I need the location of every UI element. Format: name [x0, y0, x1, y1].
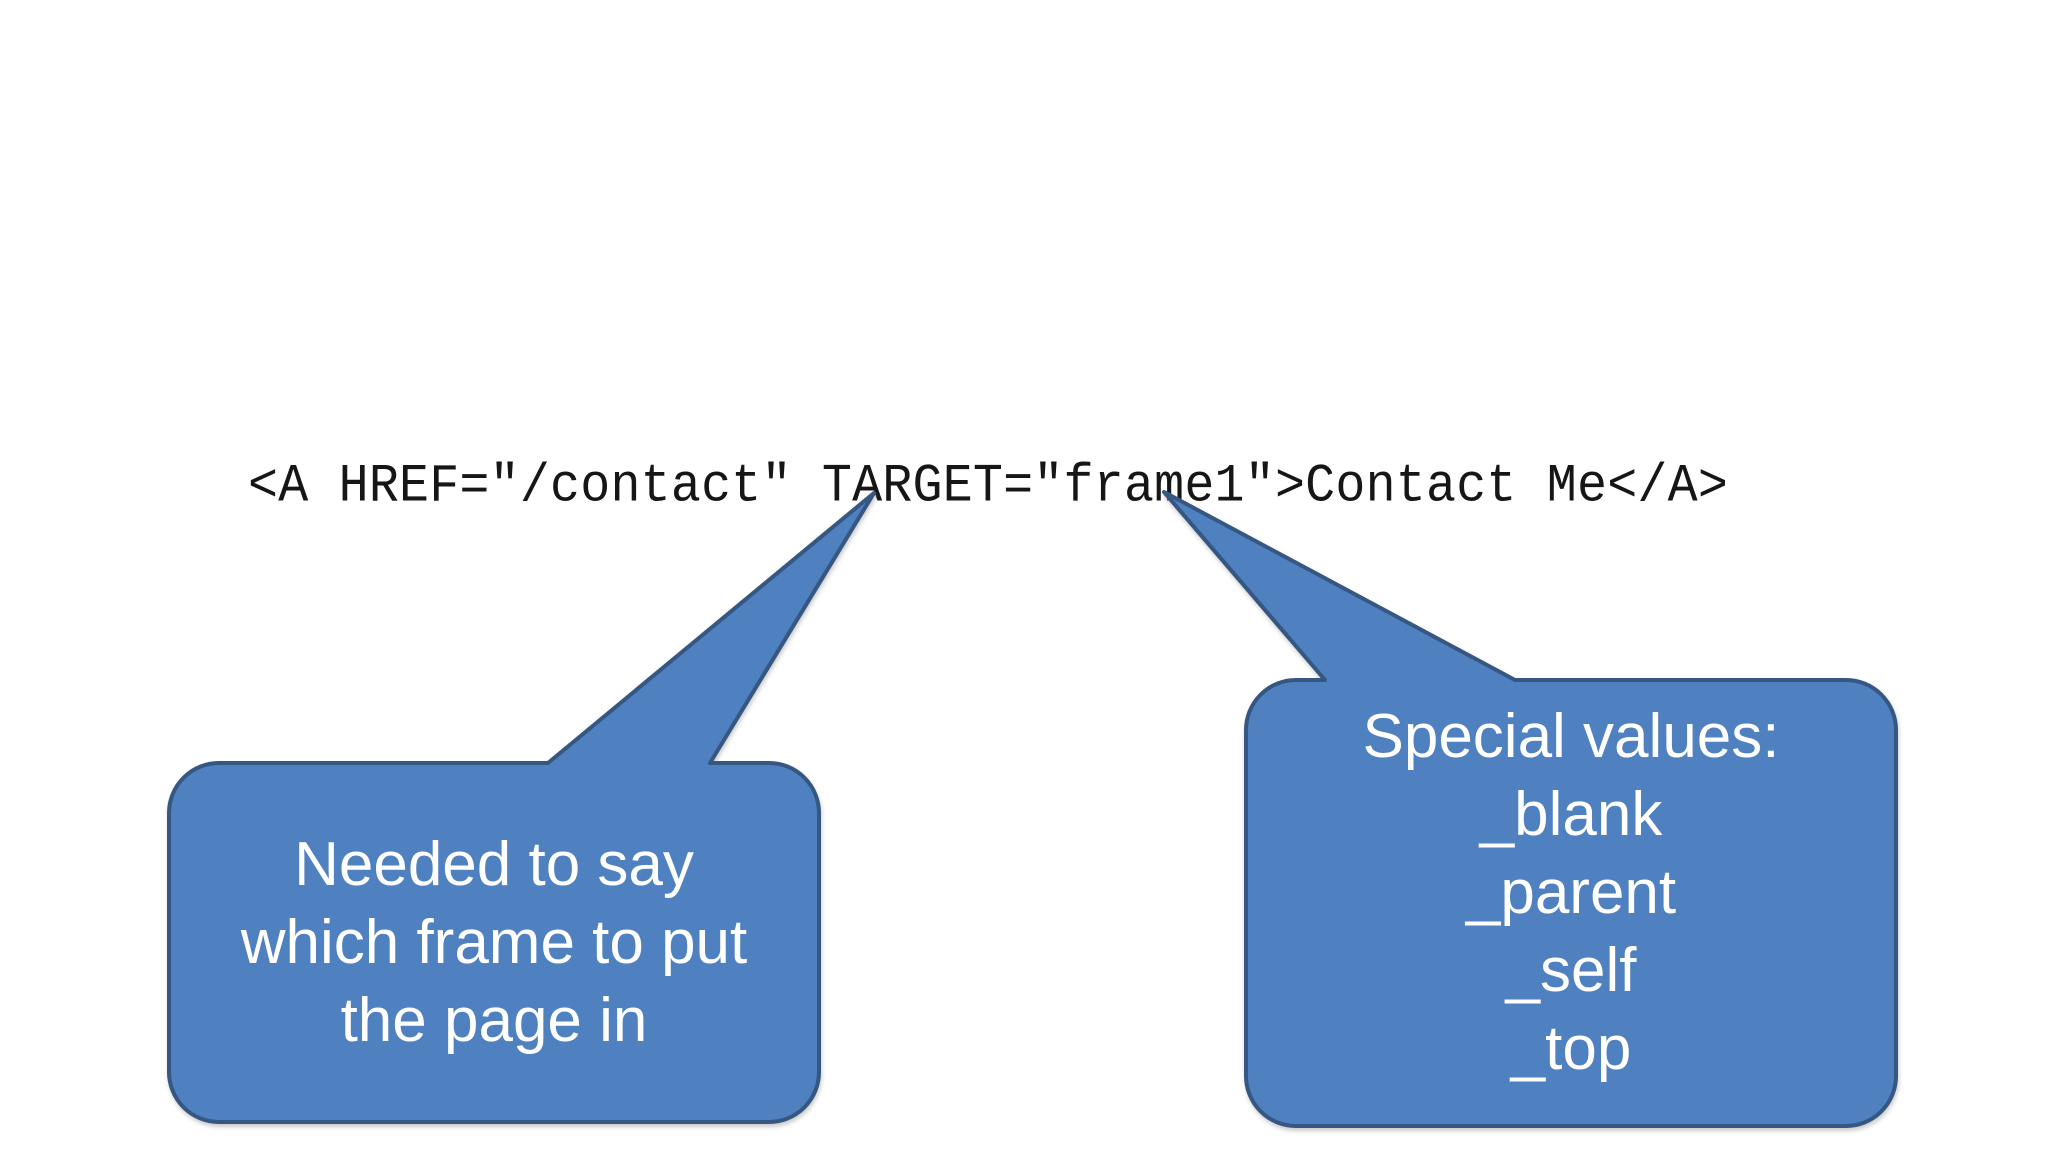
right-callout-text: Special values: _blank _parent _self _to… — [1246, 680, 1896, 1126]
left-callout-text: Needed to say which frame to put the pag… — [169, 763, 819, 1122]
left-callout-bubble-shape — [167, 491, 876, 1124]
right-callout-bubble-shape — [1162, 490, 1898, 1128]
code-snippet: <A HREF="/contact" TARGET="frame1">Conta… — [248, 456, 1729, 518]
callout-line: _parent — [1465, 858, 1677, 927]
callout-line: Special values: — [1362, 702, 1780, 771]
callout-line: the page in — [340, 985, 648, 1055]
callout-line: _blank — [1479, 780, 1663, 849]
callout-line: _top — [1510, 1014, 1632, 1083]
callout-line: _self — [1505, 936, 1637, 1005]
callout-line: Needed to say — [294, 829, 694, 899]
callout-line: which frame to put — [240, 907, 748, 977]
